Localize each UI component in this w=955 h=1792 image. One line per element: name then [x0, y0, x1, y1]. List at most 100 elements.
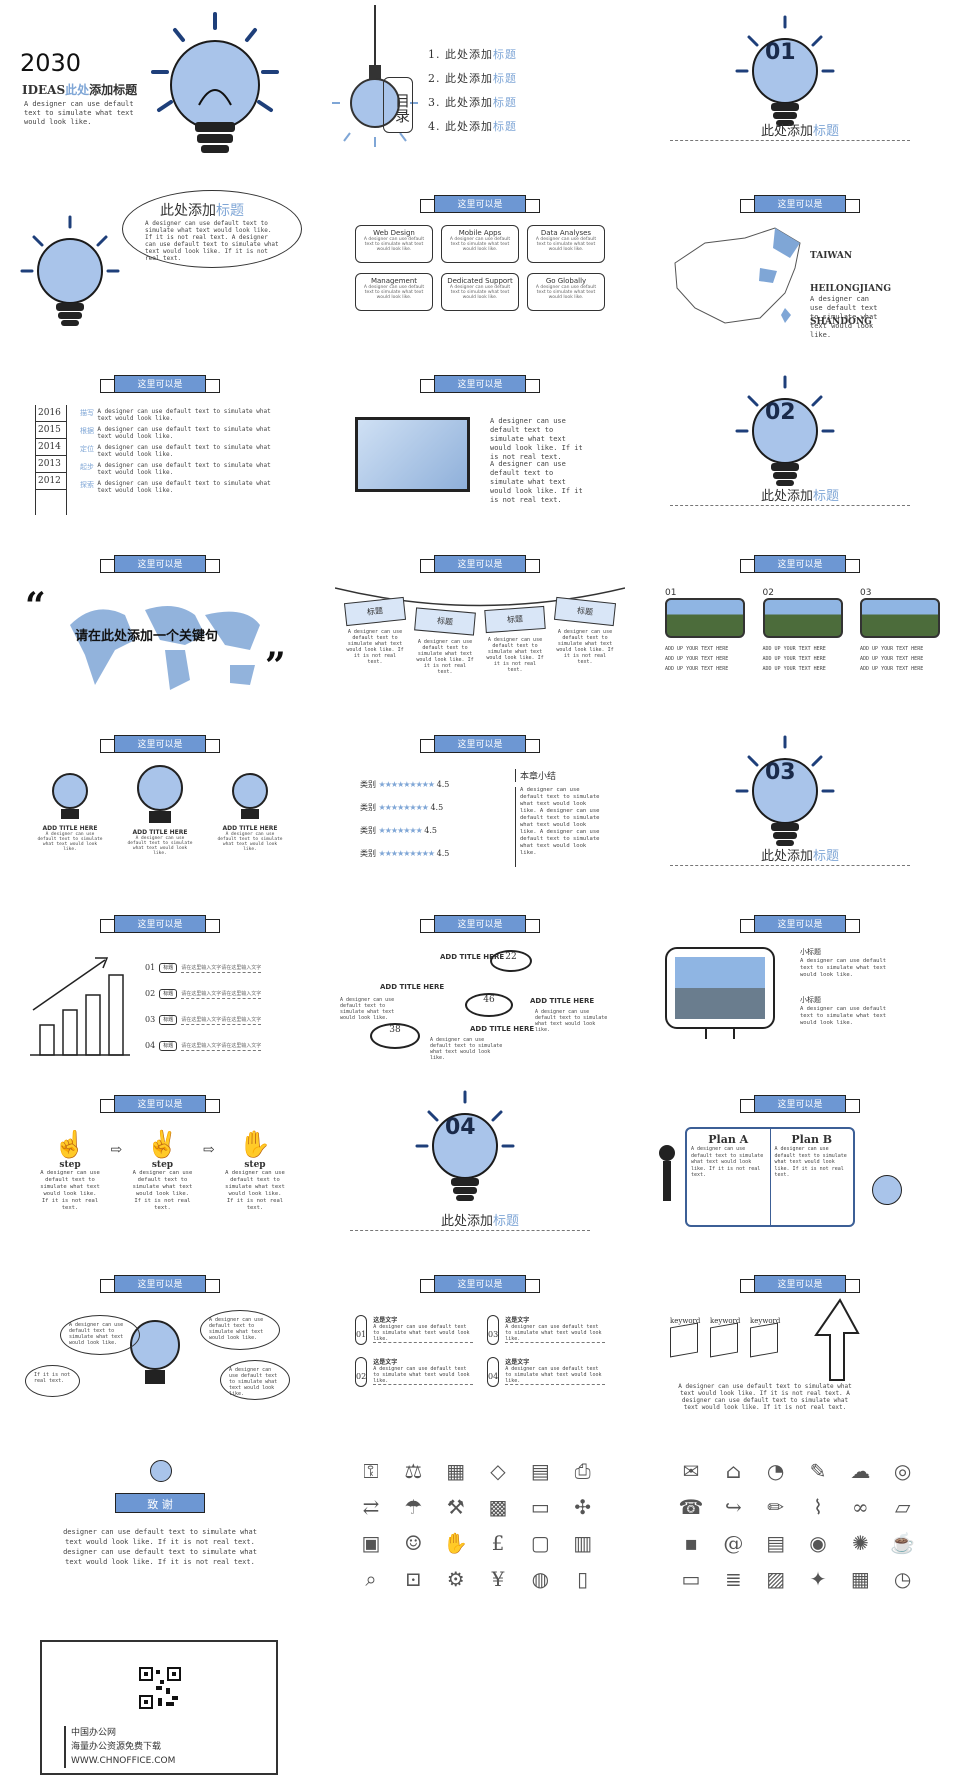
id-card-icon: ▭ — [681, 1567, 701, 1591]
note-2: A designer can use default text to simul… — [490, 460, 583, 504]
string-line — [335, 587, 625, 607]
photo-frame — [355, 417, 470, 492]
section-number: 04 — [445, 1115, 476, 1140]
arrow-right-icon: ⇨ — [202, 1142, 215, 1158]
slide-section-01: 01 此处添加标题 — [650, 5, 950, 175]
arrow-up-icon — [814, 1298, 860, 1381]
toc-item[interactable]: 1. 此处添加标题 — [428, 48, 517, 61]
promo-link[interactable]: WWW.CHNOFFICE.COM — [71, 1756, 176, 1766]
slide-section-02: 02 此处添加标题 — [650, 365, 950, 535]
keyword-card: keyword — [710, 1317, 740, 1358]
title-ribbon: 这里可以是 — [100, 553, 220, 577]
dashed-line — [670, 505, 910, 506]
monitor-body-1: A designer can use default text to simul… — [800, 958, 887, 978]
speech-title: 此处添加标题 — [160, 203, 244, 219]
toc-list: 1. 此处添加标题 2. 此处添加标题 3. 此处添加标题 4. 此处添加标题 — [428, 43, 517, 139]
scale-icon: ⚖ — [404, 1459, 423, 1483]
pie-body-2: A designer can use default text to simul… — [535, 1009, 608, 1033]
at-icon: @ — [723, 1531, 744, 1555]
title-ribbon: 这里可以是 — [740, 1093, 860, 1117]
summary-title: 本章小结 — [515, 769, 556, 782]
keyword-row: keyword keyword keyword — [670, 1317, 780, 1358]
pie-title-4: ADD TITLE HERE — [470, 1025, 535, 1033]
cloud-note: A designer can use default text to simul… — [60, 1315, 140, 1355]
bulb-icon — [735, 735, 835, 846]
slide-thanks: 致 谢 designer can use default text to sim… — [10, 1445, 310, 1615]
ladder: 2016 2015 2014 2013 2012 — [35, 405, 67, 515]
share-icon: ↪ — [724, 1495, 742, 1519]
lifebuoy-icon: ◎ — [893, 1459, 912, 1483]
monitor-body-2: A designer can use default text to simul… — [800, 1006, 887, 1026]
toc-item[interactable]: 4. 此处添加标题 — [428, 120, 517, 133]
toc-item[interactable]: 2. 此处添加标题 — [428, 72, 517, 85]
rating-row: 类别 ★★★★★★★ 4.5 — [360, 826, 438, 835]
pushpin-icon: ✦ — [809, 1567, 827, 1591]
toc-item[interactable]: 3. 此处添加标题 — [428, 96, 517, 109]
coffee-icon: ☕ — [890, 1531, 916, 1555]
diamond-icon: ◇ — [490, 1459, 506, 1483]
bar-chart-icon: ▥ — [573, 1531, 593, 1555]
monitor-stand — [705, 1029, 735, 1039]
cloud-note: A designer can use default text to simul… — [220, 1360, 290, 1400]
chat-icon: ☁ — [850, 1459, 871, 1483]
subtitle-2: 小标题 — [800, 996, 821, 1004]
section-label: 此处添加标题 — [760, 849, 840, 864]
title-ribbon: 这里可以是 — [420, 1273, 540, 1297]
wallet-icon: ▭ — [530, 1495, 550, 1519]
arrow-right-icon: ⇨ — [110, 1142, 123, 1158]
slide-keywords-arrow: 这里可以是 keyword keyword keyword A designer… — [650, 1265, 950, 1435]
thanks-ribbon: 致 谢 — [105, 1493, 215, 1515]
promo-lines: 中国办公网 海量办公资源免费下载 WWW.CHNOFFICE.COM — [64, 1726, 175, 1768]
bulb-icon — [735, 375, 835, 486]
ladder-year: 2013 — [36, 456, 66, 473]
section-number: 02 — [765, 400, 796, 425]
qr-code-icon — [138, 1666, 182, 1710]
pencil-icon: ✏ — [767, 1495, 785, 1519]
world-map-illustration — [70, 606, 260, 690]
slide-speech: 此处添加标题 A designer can use default text t… — [10, 185, 310, 355]
keyword-card: keyword — [750, 1317, 780, 1358]
cover-title: IDEAS此处添加标题 — [22, 81, 137, 98]
slide-section-04: 04 此处添加标题 — [330, 1085, 630, 1255]
monitor-photo — [675, 957, 765, 1019]
pie-disc-3: 38 — [370, 1023, 420, 1049]
slide-map-china: 这里可以是 TAIWAN HEILONGJIANG SHANDONG A des… — [650, 185, 950, 355]
speech-body: A designer can use default text to simul… — [145, 220, 279, 262]
dashed-line — [670, 140, 910, 141]
slide-photo-notes: 这里可以是 A designer can use default text to… — [330, 365, 630, 535]
slide-pie-titles: 这里可以是 ADD TITLE HERE ADD TITLE HERE ADD … — [330, 905, 630, 1075]
